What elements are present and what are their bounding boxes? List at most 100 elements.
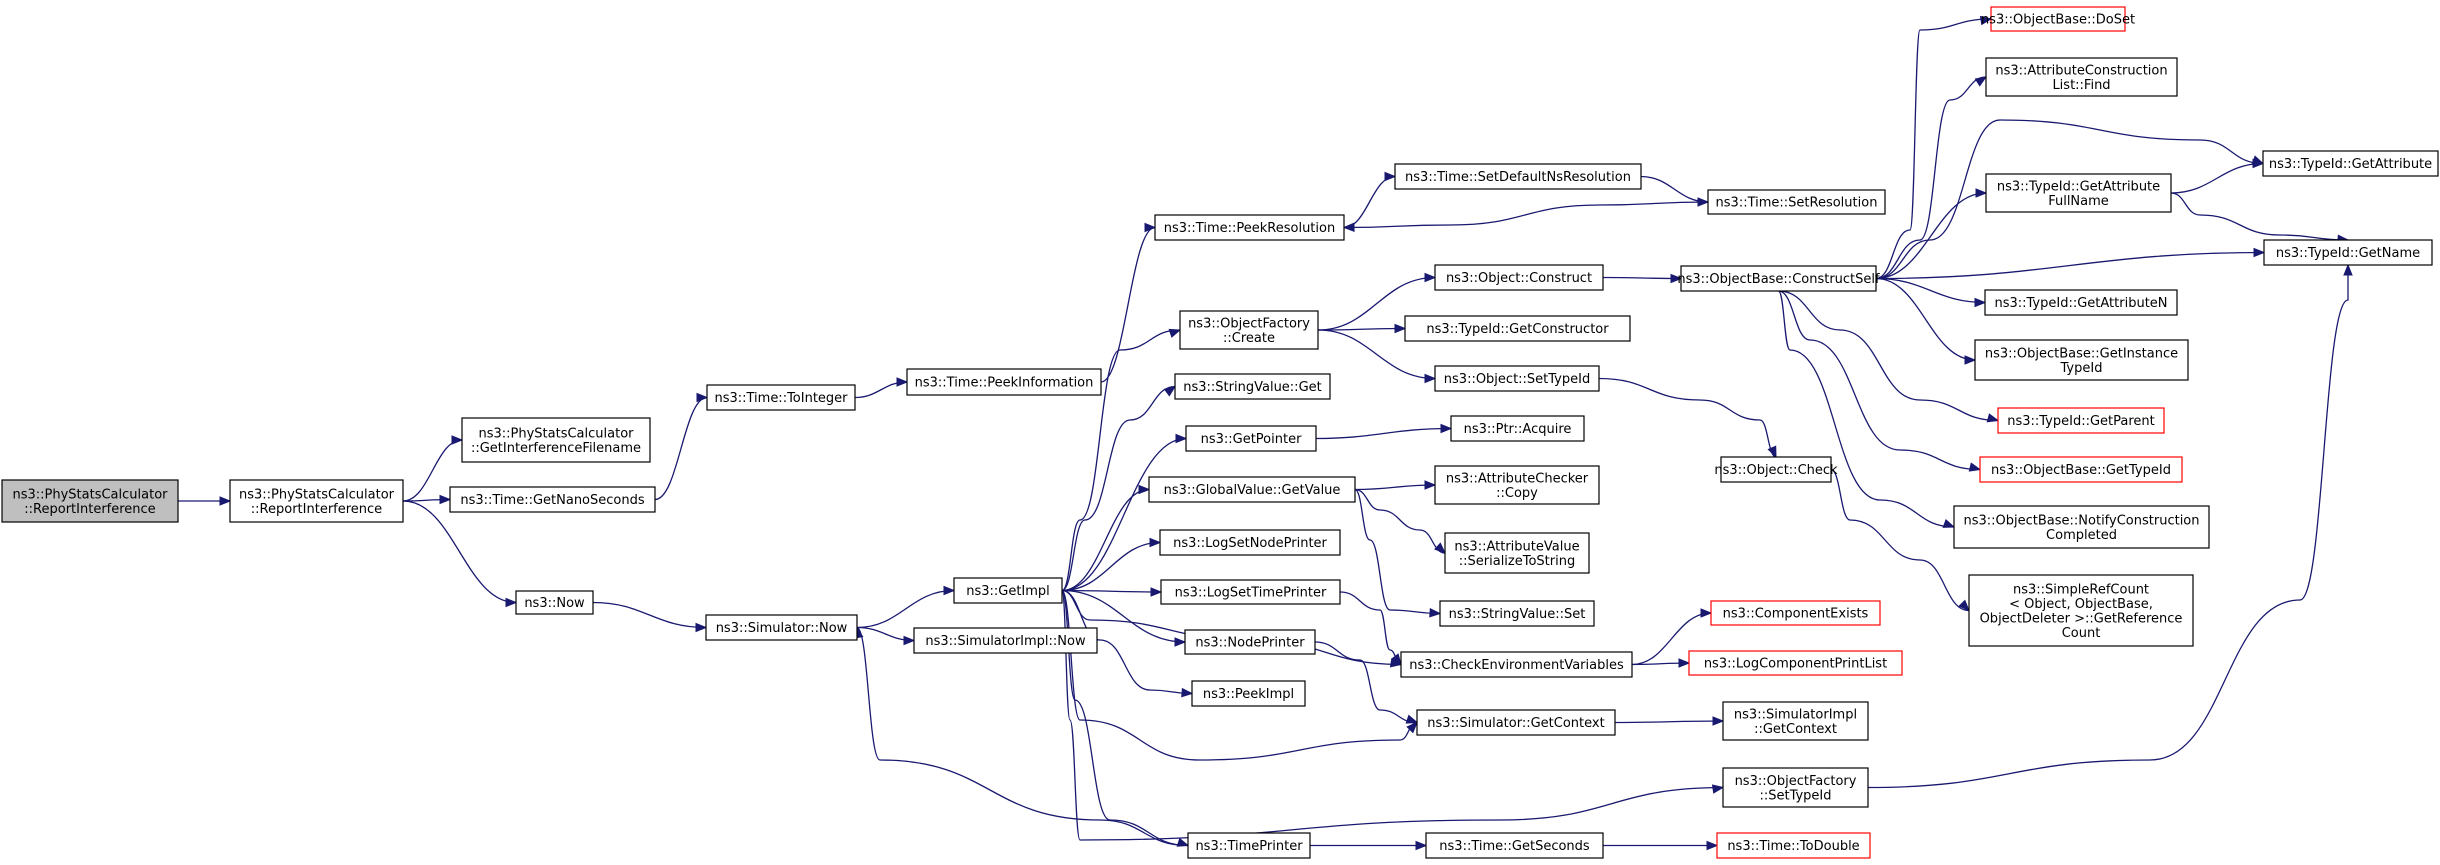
node-attrcheck[interactable]: ns3::AttributeChecker::Copy	[1434, 465, 1600, 505]
node-timeprinter[interactable]: ns3::TimePrinter	[1187, 832, 1311, 859]
node-box[interactable]	[1174, 373, 1331, 400]
node-box[interactable]	[1159, 529, 1341, 556]
node-report[interactable]: ns3::PhyStatsCalculator::ReportInterfere…	[229, 479, 404, 523]
node-getparent[interactable]: ns3::TypeId::GetParent	[1997, 407, 2165, 434]
node-box[interactable]	[1160, 579, 1341, 605]
node-box[interactable]	[461, 417, 651, 463]
node-box[interactable]	[2262, 150, 2439, 177]
node-box[interactable]	[1710, 600, 1881, 626]
node-logcomp[interactable]: ns3::LogComponentPrintList	[1688, 650, 1903, 676]
node-getattr[interactable]: ns3::TypeId::GetAttribute	[2262, 150, 2439, 177]
node-strget[interactable]: ns3::StringValue::Get	[1174, 373, 1331, 400]
node-box[interactable]	[1154, 214, 1345, 241]
node-box[interactable]	[1148, 476, 1356, 503]
node-logtime[interactable]: ns3::LogSetTimePrinter	[1160, 579, 1341, 605]
node-getsec[interactable]: ns3::Time::GetSeconds	[1425, 832, 1604, 859]
node-box[interactable]	[1974, 339, 2189, 381]
node-box[interactable]	[1434, 465, 1600, 505]
node-settypeid[interactable]: ns3::Object::SetTypeId	[1434, 365, 1600, 392]
node-getctor[interactable]: ns3::TypeId::GetConstructor	[1404, 315, 1631, 342]
node-getintf[interactable]: ns3::PhyStatsCalculator::GetInterference…	[461, 417, 651, 463]
node-constructself[interactable]: ns3::ObjectBase::ConstructSelf	[1677, 265, 1880, 292]
node-getptr[interactable]: ns3::GetPointer	[1185, 425, 1317, 452]
node-notify[interactable]: ns3::ObjectBase::NotifyConstructionCompl…	[1953, 505, 2210, 549]
node-lognode[interactable]: ns3::LogSetNodePrinter	[1159, 529, 1341, 556]
node-box[interactable]	[1716, 832, 1871, 859]
node-box[interactable]	[1722, 767, 1869, 808]
node-box[interactable]	[1191, 680, 1306, 707]
node-attrval[interactable]: ns3::AttributeValue::SerializeToString	[1444, 532, 1590, 574]
node-refcount[interactable]: ns3::SimpleRefCount< Object, ObjectBase,…	[1968, 574, 2194, 647]
node-box[interactable]	[1985, 173, 2172, 213]
node-getimpl[interactable]: ns3::GetImpl	[953, 577, 1063, 604]
node-box[interactable]	[1434, 365, 1600, 392]
node-box[interactable]	[1439, 600, 1595, 627]
node-box[interactable]	[1979, 456, 2183, 483]
node-box[interactable]	[1184, 629, 1316, 655]
node-box[interactable]	[1, 479, 179, 523]
node-box[interactable]	[229, 479, 404, 523]
node-box[interactable]	[1997, 407, 2165, 434]
node-box[interactable]	[1968, 574, 2194, 647]
node-checkenv[interactable]: ns3::CheckEnvironmentVariables	[1400, 651, 1633, 678]
node-box[interactable]	[2263, 239, 2433, 266]
node-box[interactable]	[1984, 289, 2178, 316]
node-peekinfo[interactable]: ns3::Time::PeekInformation	[906, 368, 1102, 396]
node-box[interactable]	[1722, 701, 1869, 741]
node-implctx[interactable]: ns3::SimulatorImpl::GetContext	[1722, 701, 1869, 741]
node-getname[interactable]: ns3::TypeId::GetName	[2263, 239, 2433, 266]
node-box[interactable]	[1394, 163, 1642, 190]
node-gettypeid[interactable]: ns3::ObjectBase::GetTypeId	[1979, 456, 2183, 483]
node-box[interactable]	[1990, 6, 2126, 32]
node-box[interactable]	[1425, 832, 1604, 859]
node-objfact[interactable]: ns3::ObjectFactory::Create	[1179, 310, 1319, 350]
node-strset[interactable]: ns3::StringValue::Set	[1439, 600, 1595, 627]
node-setres[interactable]: ns3::Time::SetResolution	[1707, 189, 1886, 215]
node-box[interactable]	[705, 614, 858, 641]
node-objconstruct[interactable]: ns3::Object::Construct	[1434, 264, 1604, 291]
node-box[interactable]	[1434, 264, 1604, 291]
node-root[interactable]: ns3::PhyStatsCalculator::ReportInterfere…	[1, 479, 179, 523]
node-todouble[interactable]: ns3::Time::ToDouble	[1716, 832, 1871, 859]
node-box[interactable]	[449, 486, 656, 513]
node-compexists[interactable]: ns3::ComponentExists	[1710, 600, 1881, 626]
node-nodeprinter[interactable]: ns3::NodePrinter	[1184, 629, 1316, 655]
node-setdefres[interactable]: ns3::Time::SetDefaultNsResolution	[1394, 163, 1642, 190]
node-box[interactable]	[1707, 189, 1886, 215]
node-box[interactable]	[1688, 650, 1903, 676]
node-toint[interactable]: ns3::Time::ToInteger	[706, 384, 856, 411]
node-now[interactable]: ns3::Now	[515, 590, 594, 615]
node-nano[interactable]: ns3::Time::GetNanoSeconds	[449, 486, 656, 513]
node-box[interactable]	[1450, 415, 1585, 442]
node-getattrn[interactable]: ns3::TypeId::GetAttributeN	[1984, 289, 2178, 316]
node-box[interactable]	[953, 577, 1063, 604]
node-peekimpl[interactable]: ns3::PeekImpl	[1191, 680, 1306, 707]
node-simnow[interactable]: ns3::Simulator::Now	[705, 614, 858, 641]
node-box[interactable]	[1985, 57, 2178, 97]
node-box[interactable]	[515, 590, 594, 615]
node-box[interactable]	[1185, 425, 1317, 452]
node-box[interactable]	[1444, 532, 1590, 574]
node-getctx[interactable]: ns3::Simulator::GetContext	[1416, 709, 1616, 736]
node-gvget[interactable]: ns3::GlobalValue::GetValue	[1148, 476, 1356, 503]
node-peekres[interactable]: ns3::Time::PeekResolution	[1154, 214, 1345, 241]
node-box[interactable]	[906, 368, 1102, 396]
node-box[interactable]	[1404, 315, 1631, 342]
node-box[interactable]	[706, 384, 856, 411]
node-box[interactable]	[1187, 832, 1311, 859]
node-box[interactable]	[1416, 709, 1616, 736]
node-simimplnow[interactable]: ns3::SimulatorImpl::Now	[913, 627, 1098, 654]
node-objcheck[interactable]: ns3::Object::Check	[1714, 456, 1838, 483]
node-box[interactable]	[1400, 651, 1633, 678]
node-ofsettype[interactable]: ns3::ObjectFactory::SetTypeId	[1722, 767, 1869, 808]
node-box[interactable]	[1953, 505, 2210, 549]
node-doset[interactable]: ns3::ObjectBase::DoSet	[1981, 6, 2135, 32]
node-ptracq[interactable]: ns3::Ptr::Acquire	[1450, 415, 1585, 442]
node-box[interactable]	[913, 627, 1098, 654]
node-box[interactable]	[1720, 456, 1832, 483]
node-box[interactable]	[1179, 310, 1319, 350]
node-box[interactable]	[1680, 265, 1877, 292]
